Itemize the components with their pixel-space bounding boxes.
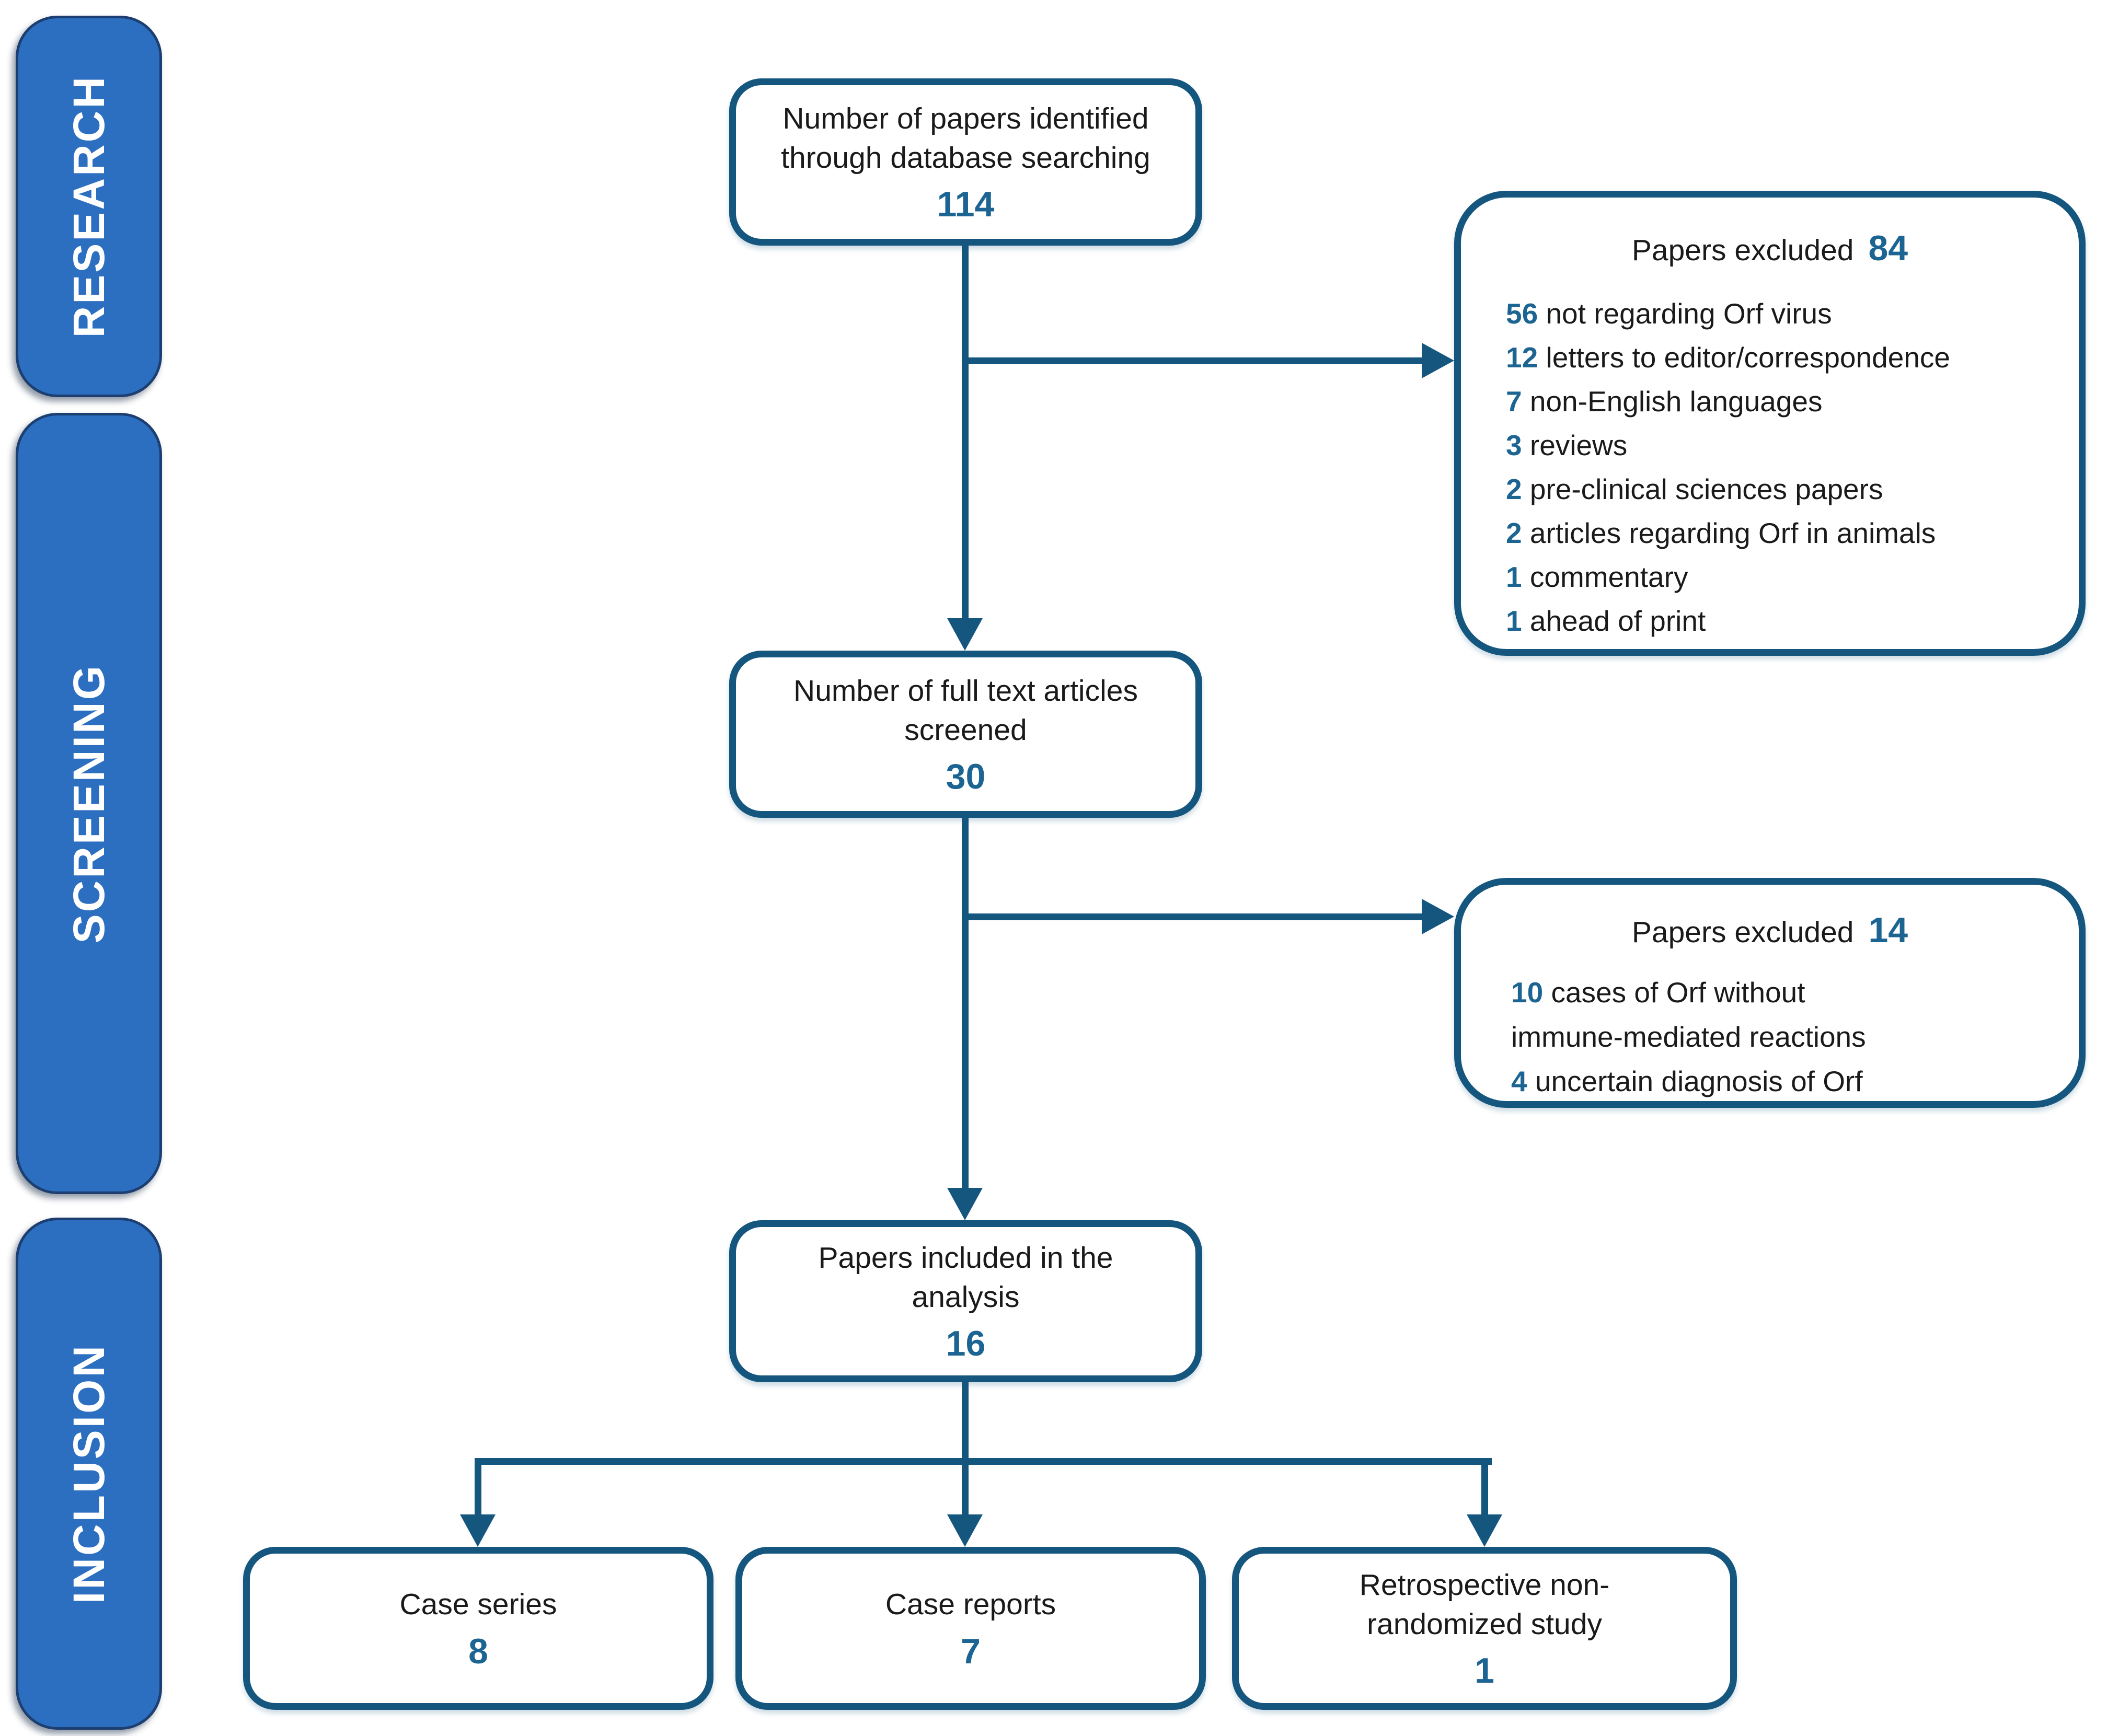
included-box: Papers included in the analysis 16 [729,1220,1202,1382]
excluded-first-title-text: Papers excluded [1631,234,1854,267]
excluded-second-title: Papers excluded 14 [1461,885,2079,951]
identified-box: Number of papers identified through data… [729,78,1202,246]
list-item: 12 letters to editor/correspondence [1506,341,1950,374]
stage-screening: SCREENING [16,413,162,1194]
connector-case-series [475,1458,481,1518]
arrowhead-down-case-reports [947,1514,983,1547]
list-item: 7 non-English languages [1506,385,1823,418]
case-reports-box: Case reports 7 [735,1547,1206,1710]
arrowhead-down-included [947,1188,983,1220]
list-item: 1 ahead of print [1506,605,1706,637]
arrowhead-down-screened [947,618,983,651]
stage-research-label: RESEARCH [64,75,113,338]
list-item: 4 uncertain diagnosis of Orf [1511,1065,1863,1097]
case-series-label: Case series [399,1588,557,1622]
stage-inclusion: INCLUSION [16,1218,162,1730]
included-label: Papers included in the analysis [818,1241,1113,1314]
identified-label: Number of papers identified through data… [781,101,1150,175]
list-item: 56 not regarding Orf virus [1506,297,1832,330]
case-series-count: 8 [468,1631,488,1671]
screened-box: Number of full text articles screened 30 [729,651,1202,818]
case-series-box: Case series 8 [243,1547,713,1710]
arrowhead-right-excluded-first [1422,343,1454,378]
distributor-line [475,1458,1492,1465]
excluded-second-title-text: Papers excluded [1631,916,1854,949]
list-item: 2 pre-clinical sciences papers [1506,473,1883,505]
arrowhead-right-excluded-second [1422,899,1454,934]
case-reports-label: Case reports [885,1588,1056,1622]
list-item: 1 commentary [1506,561,1688,593]
screened-count: 30 [946,757,986,797]
connector-identified-screened [962,246,969,622]
screened-label: Number of full text articles screened [793,674,1138,747]
retrospective-study-count: 1 [1475,1651,1494,1691]
stage-inclusion-label: INCLUSION [64,1344,113,1604]
excluded-first-box: Papers excluded 84 56 not regarding Orf v… [1454,191,2086,656]
list-item: 2 articles regarding Orf in animals [1506,517,1936,549]
connector-screened-included [962,818,969,1191]
excluded-second-box: Papers excluded 14 10 cases of Orf withou… [1454,878,2086,1108]
list-item: 3 reviews [1506,429,1628,461]
retrospective-study-label: Retrospective non-randomized study [1359,1568,1610,1641]
identified-count: 114 [937,184,995,225]
connector-retrospective [1481,1458,1488,1518]
retrospective-study-box: Retrospective non-randomized study 1 [1232,1547,1737,1710]
excluded-first-list: 56 not regarding Orf virus 12 letters to… [1506,292,2058,643]
connector-branch-excluded-first [962,357,1422,364]
connector-branch-excluded-second [962,913,1422,920]
excluded-first-title: Papers excluded 84 [1461,198,2079,269]
excluded-second-list: 10 cases of Orf without immune-mediated … [1511,970,1898,1104]
case-reports-count: 7 [961,1631,981,1671]
stage-research: RESEARCH [16,16,162,397]
connector-included-distributor [962,1382,969,1518]
excluded-first-count: 84 [1868,228,1908,268]
list-item: 10 cases of Orf without immune-mediated … [1511,976,1866,1053]
included-count: 16 [946,1324,986,1364]
excluded-second-count: 14 [1868,910,1908,950]
arrowhead-down-case-series [460,1514,496,1547]
arrowhead-down-retrospective [1467,1514,1502,1547]
stage-screening-label: SCREENING [64,663,113,944]
